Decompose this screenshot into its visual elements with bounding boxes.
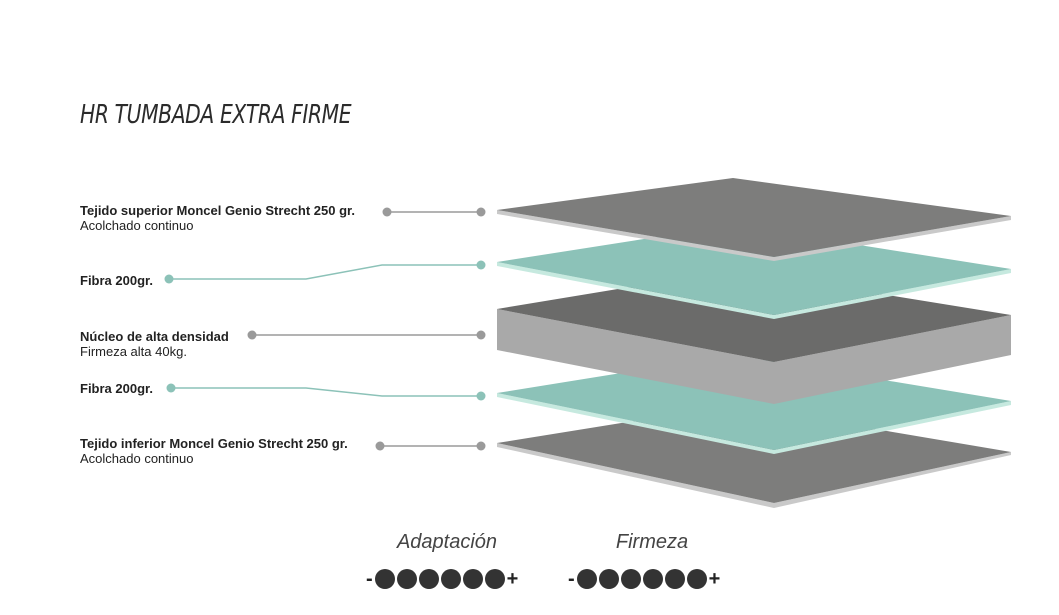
layer-core	[497, 270, 1011, 404]
layer-label-core: Núcleo de alta densidad Firmeza alta 40k…	[80, 329, 229, 359]
layer-name: Núcleo de alta densidad	[80, 329, 229, 344]
layer-name: Fibra 200gr.	[80, 381, 153, 396]
layer-top-face	[497, 405, 1011, 503]
rating-adaptation-scale: - +	[366, 567, 518, 591]
rating-dot	[576, 569, 597, 589]
layer-name: Fibra 200gr.	[80, 273, 153, 288]
layer-edge	[497, 210, 1011, 261]
minus-sign: -	[568, 568, 575, 590]
rating-dot	[374, 569, 395, 589]
leader-line-top-fabric	[382, 207, 486, 217]
minus-sign: -	[366, 568, 373, 590]
leader-line-bottom-fabric	[375, 441, 486, 451]
rating-dot	[462, 569, 483, 589]
plus-sign: +	[506, 568, 519, 590]
layer-edge	[497, 393, 1011, 454]
leader-line-fiber-top	[164, 260, 486, 284]
layer-fiber-top	[497, 225, 1011, 319]
layer-detail: Acolchado continuo	[80, 451, 194, 466]
rating-dot	[484, 569, 505, 589]
layer-side-face	[497, 309, 1011, 404]
rating-firmness-scale: - +	[568, 567, 720, 591]
leader-line-core	[247, 330, 486, 340]
layer-edge	[497, 443, 1011, 508]
layer-label-bottom-fabric: Tejido inferior Moncel Genio Strecht 250…	[80, 436, 348, 466]
rating-dot	[620, 569, 641, 589]
rating-dot	[598, 569, 619, 589]
layer-label-top-fabric: Tejido superior Moncel Genio Strecht 250…	[80, 203, 355, 233]
layer-name: Tejido inferior Moncel Genio Strecht 250…	[80, 436, 348, 451]
layer-detail: Firmeza alta 40kg.	[80, 344, 187, 359]
layer-fiber-bottom	[497, 355, 1011, 454]
layer-top-face	[497, 225, 1011, 315]
layer-label-fiber-top: Fibra 200gr.	[80, 273, 153, 288]
product-title: HR TUMBADA EXTRA FIRME	[80, 100, 352, 130]
leader-line-fiber-bottom	[166, 383, 486, 401]
layer-top-face	[497, 178, 1011, 257]
rating-adaptation-label: Adaptación	[396, 531, 498, 553]
rating-dot	[418, 569, 439, 589]
rating-dot	[440, 569, 461, 589]
plus-sign: +	[708, 568, 721, 590]
layer-top-face	[497, 355, 1011, 450]
rating-firmness-label: Firmeza	[615, 531, 689, 553]
layer-top-face	[497, 270, 1011, 362]
layer-edge	[497, 262, 1011, 319]
layer-detail: Acolchado continuo	[80, 218, 194, 233]
rating-dot	[642, 569, 663, 589]
layer-label-fiber-bottom: Fibra 200gr.	[80, 381, 153, 396]
layer-bottom-fabric	[497, 405, 1011, 508]
rating-dot	[396, 569, 417, 589]
rating-dot	[664, 569, 685, 589]
layer-name: Tejido superior Moncel Genio Strecht 250…	[80, 203, 355, 218]
layer-top-fabric	[497, 178, 1011, 261]
rating-dot	[686, 569, 707, 589]
